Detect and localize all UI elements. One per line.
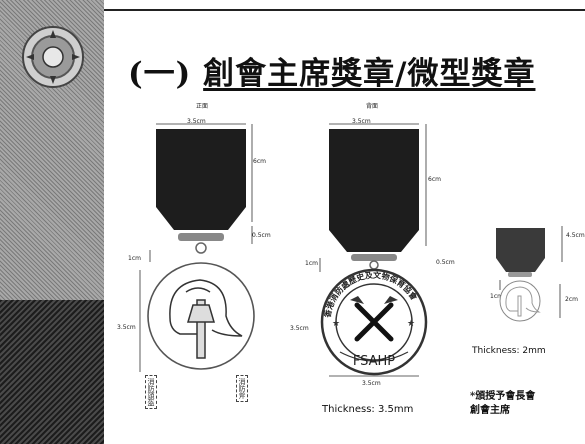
medal-front-height-label: 6cm: [253, 158, 266, 165]
medal-back-thickness: Thickness: 3.5mm: [322, 404, 414, 415]
axe-icon: [186, 299, 216, 359]
axe-label: 消防斧: [236, 375, 248, 402]
title-main: 創會主席獎章/微型獎章: [203, 56, 536, 92]
firefighter-photo: [0, 300, 104, 444]
medal-back-bottom-label: 3.5cm: [362, 380, 381, 387]
medal-front-loop-label: 0.5cm: [252, 232, 271, 239]
disc-text: FSAHP: [353, 354, 395, 369]
medal-mini-ribbon: [496, 228, 545, 272]
note-line-1: *頒授予會長會: [470, 391, 536, 402]
medal-front-ring-label: 1cm: [128, 255, 141, 262]
title-prefix: (一): [128, 56, 192, 92]
medal-front-ribbon: [156, 129, 246, 230]
medal-back-height-label: 6cm: [428, 176, 441, 183]
medal-back-width-label: 3.5cm: [352, 118, 371, 125]
helmet-icon: [169, 279, 243, 337]
page-title: (一) 創會主席獎章/微型獎章: [128, 48, 535, 93]
helmet-label: 消防頭盔: [145, 375, 157, 409]
medal-front-disc-label: 3.5cm: [117, 324, 136, 331]
medal-mini-height-label: 4.5cm: [566, 232, 585, 239]
medal-front-width-label: 3.5cm: [187, 118, 206, 125]
medal-back-disc-label: 3.5cm: [290, 325, 309, 332]
star-icon-left: ★: [332, 319, 340, 329]
medal-front-caption: 正面: [196, 103, 209, 110]
medal-back-caption: 背面: [366, 103, 379, 110]
medal-mini-ring-label: 1cm: [490, 293, 503, 300]
top-rule: [104, 9, 585, 11]
medal-back-ring-label: 1cm: [305, 260, 318, 267]
fire-services-crest-icon: [22, 26, 84, 88]
medal-mini-thickness: Thickness: 2mm: [472, 346, 546, 356]
award-note: *頒授予會長會 創會主席: [470, 390, 535, 418]
medal-back-ribbon: [329, 129, 419, 252]
sidebar-decoration: [0, 0, 104, 444]
note-line-2: 創會主席: [470, 405, 510, 416]
medal-back-loop-label: 0.5cm: [436, 259, 455, 266]
crossed-axes-icon: [354, 302, 394, 342]
medal-mini-disc-label: 2cm: [565, 296, 578, 303]
star-icon-right: ★: [407, 319, 415, 329]
